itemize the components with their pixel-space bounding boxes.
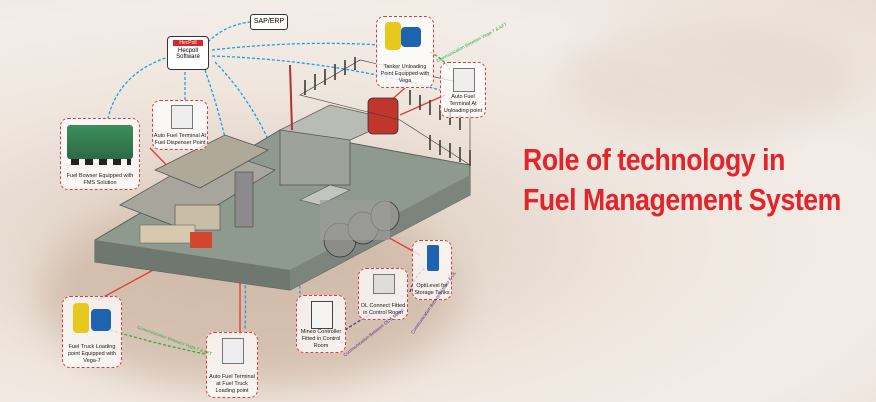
auto-terminal-dispenser-node: Auto Fuel Terminal At Fuel Dispenser Poi…	[152, 100, 208, 150]
optilevel-node: OptiLevel for Storage Tanks	[412, 240, 452, 300]
hecpoll-label: Hecpoll Software	[176, 48, 200, 60]
level-sensor-icon	[427, 245, 439, 271]
tanker-unloading-node: Tanker Unloading Point Equipped with Veg…	[376, 16, 434, 88]
terminal-icon	[453, 68, 475, 92]
auto-terminal-unloading-node: Auto Fuel Terminal At Unloading point	[440, 62, 486, 118]
title-line-2: Fuel Management System	[523, 182, 841, 217]
page-title: Role of technology in Fuel Management Sy…	[523, 140, 841, 220]
mineo-controller-label: Mineo Controller Fitted in Control Room	[300, 329, 342, 350]
background-shade	[560, 20, 860, 140]
tanker-unloading-label: Tanker Unloading Point Equipped with Veg…	[380, 64, 430, 85]
truck-loading-node: Fuel Truck Loading point Equipped with V…	[62, 296, 122, 368]
terminal-icon	[171, 105, 193, 129]
optilevel-label: OptiLevel for Storage Tanks	[414, 283, 450, 297]
pointer-terminal-unloading	[399, 94, 446, 116]
hecpoll-logo: HecPoll	[173, 40, 203, 46]
link-hecpoll-truck	[204, 69, 247, 331]
truck-wheels-icon	[71, 159, 131, 165]
auto-terminal-dispenser-label: Auto Fuel Terminal At Fuel Dispenser Poi…	[153, 133, 207, 147]
link-hecpoll-tanker	[211, 42, 381, 51]
ol-connect-device-icon	[373, 274, 395, 294]
link-hecpoll-sap	[207, 21, 251, 43]
ol-connect-node: OL Connect Fitted in Control Room	[358, 268, 408, 320]
mineo-controller-node: Mineo Controller Fitted in Control Room	[296, 295, 346, 353]
auto-terminal-truck-label: Auto Fuel Terminal at Fuel Truck Loading…	[209, 374, 255, 395]
fuel-bowser-node: Fuel Bowser Equipped with FMS Solution	[60, 118, 140, 190]
plant-illustration	[94, 57, 471, 291]
truck-loading-label: Fuel Truck Loading point Equipped with V…	[67, 344, 116, 365]
sap-erp-label: SAP/ERP	[253, 18, 285, 25]
sap-erp-node: SAP/ERP	[250, 14, 288, 30]
fuel-bowser-label: Fuel Bowser Equipped with FMS Solution	[66, 173, 134, 187]
auto-terminal-truck-node: Auto Fuel Terminal at Fuel Truck Loading…	[206, 332, 258, 398]
vega-device-icon	[73, 303, 89, 333]
pump-icon	[401, 27, 421, 47]
vega-device-icon	[385, 22, 401, 50]
auto-terminal-unloading-label: Auto Fuel Terminal At Unloading point	[443, 94, 483, 115]
controller-icon	[311, 301, 333, 329]
ol-connect-label: OL Connect Fitted in Control Room	[360, 303, 406, 317]
terminal-icon	[222, 338, 244, 364]
link-hecpoll-bowser	[107, 54, 176, 119]
pump-icon	[91, 309, 111, 331]
truck-icon	[67, 125, 133, 159]
hecpoll-software-node: HecPoll Hecpoll Software	[167, 36, 209, 70]
title-line-1: Role of technology in	[523, 142, 786, 177]
